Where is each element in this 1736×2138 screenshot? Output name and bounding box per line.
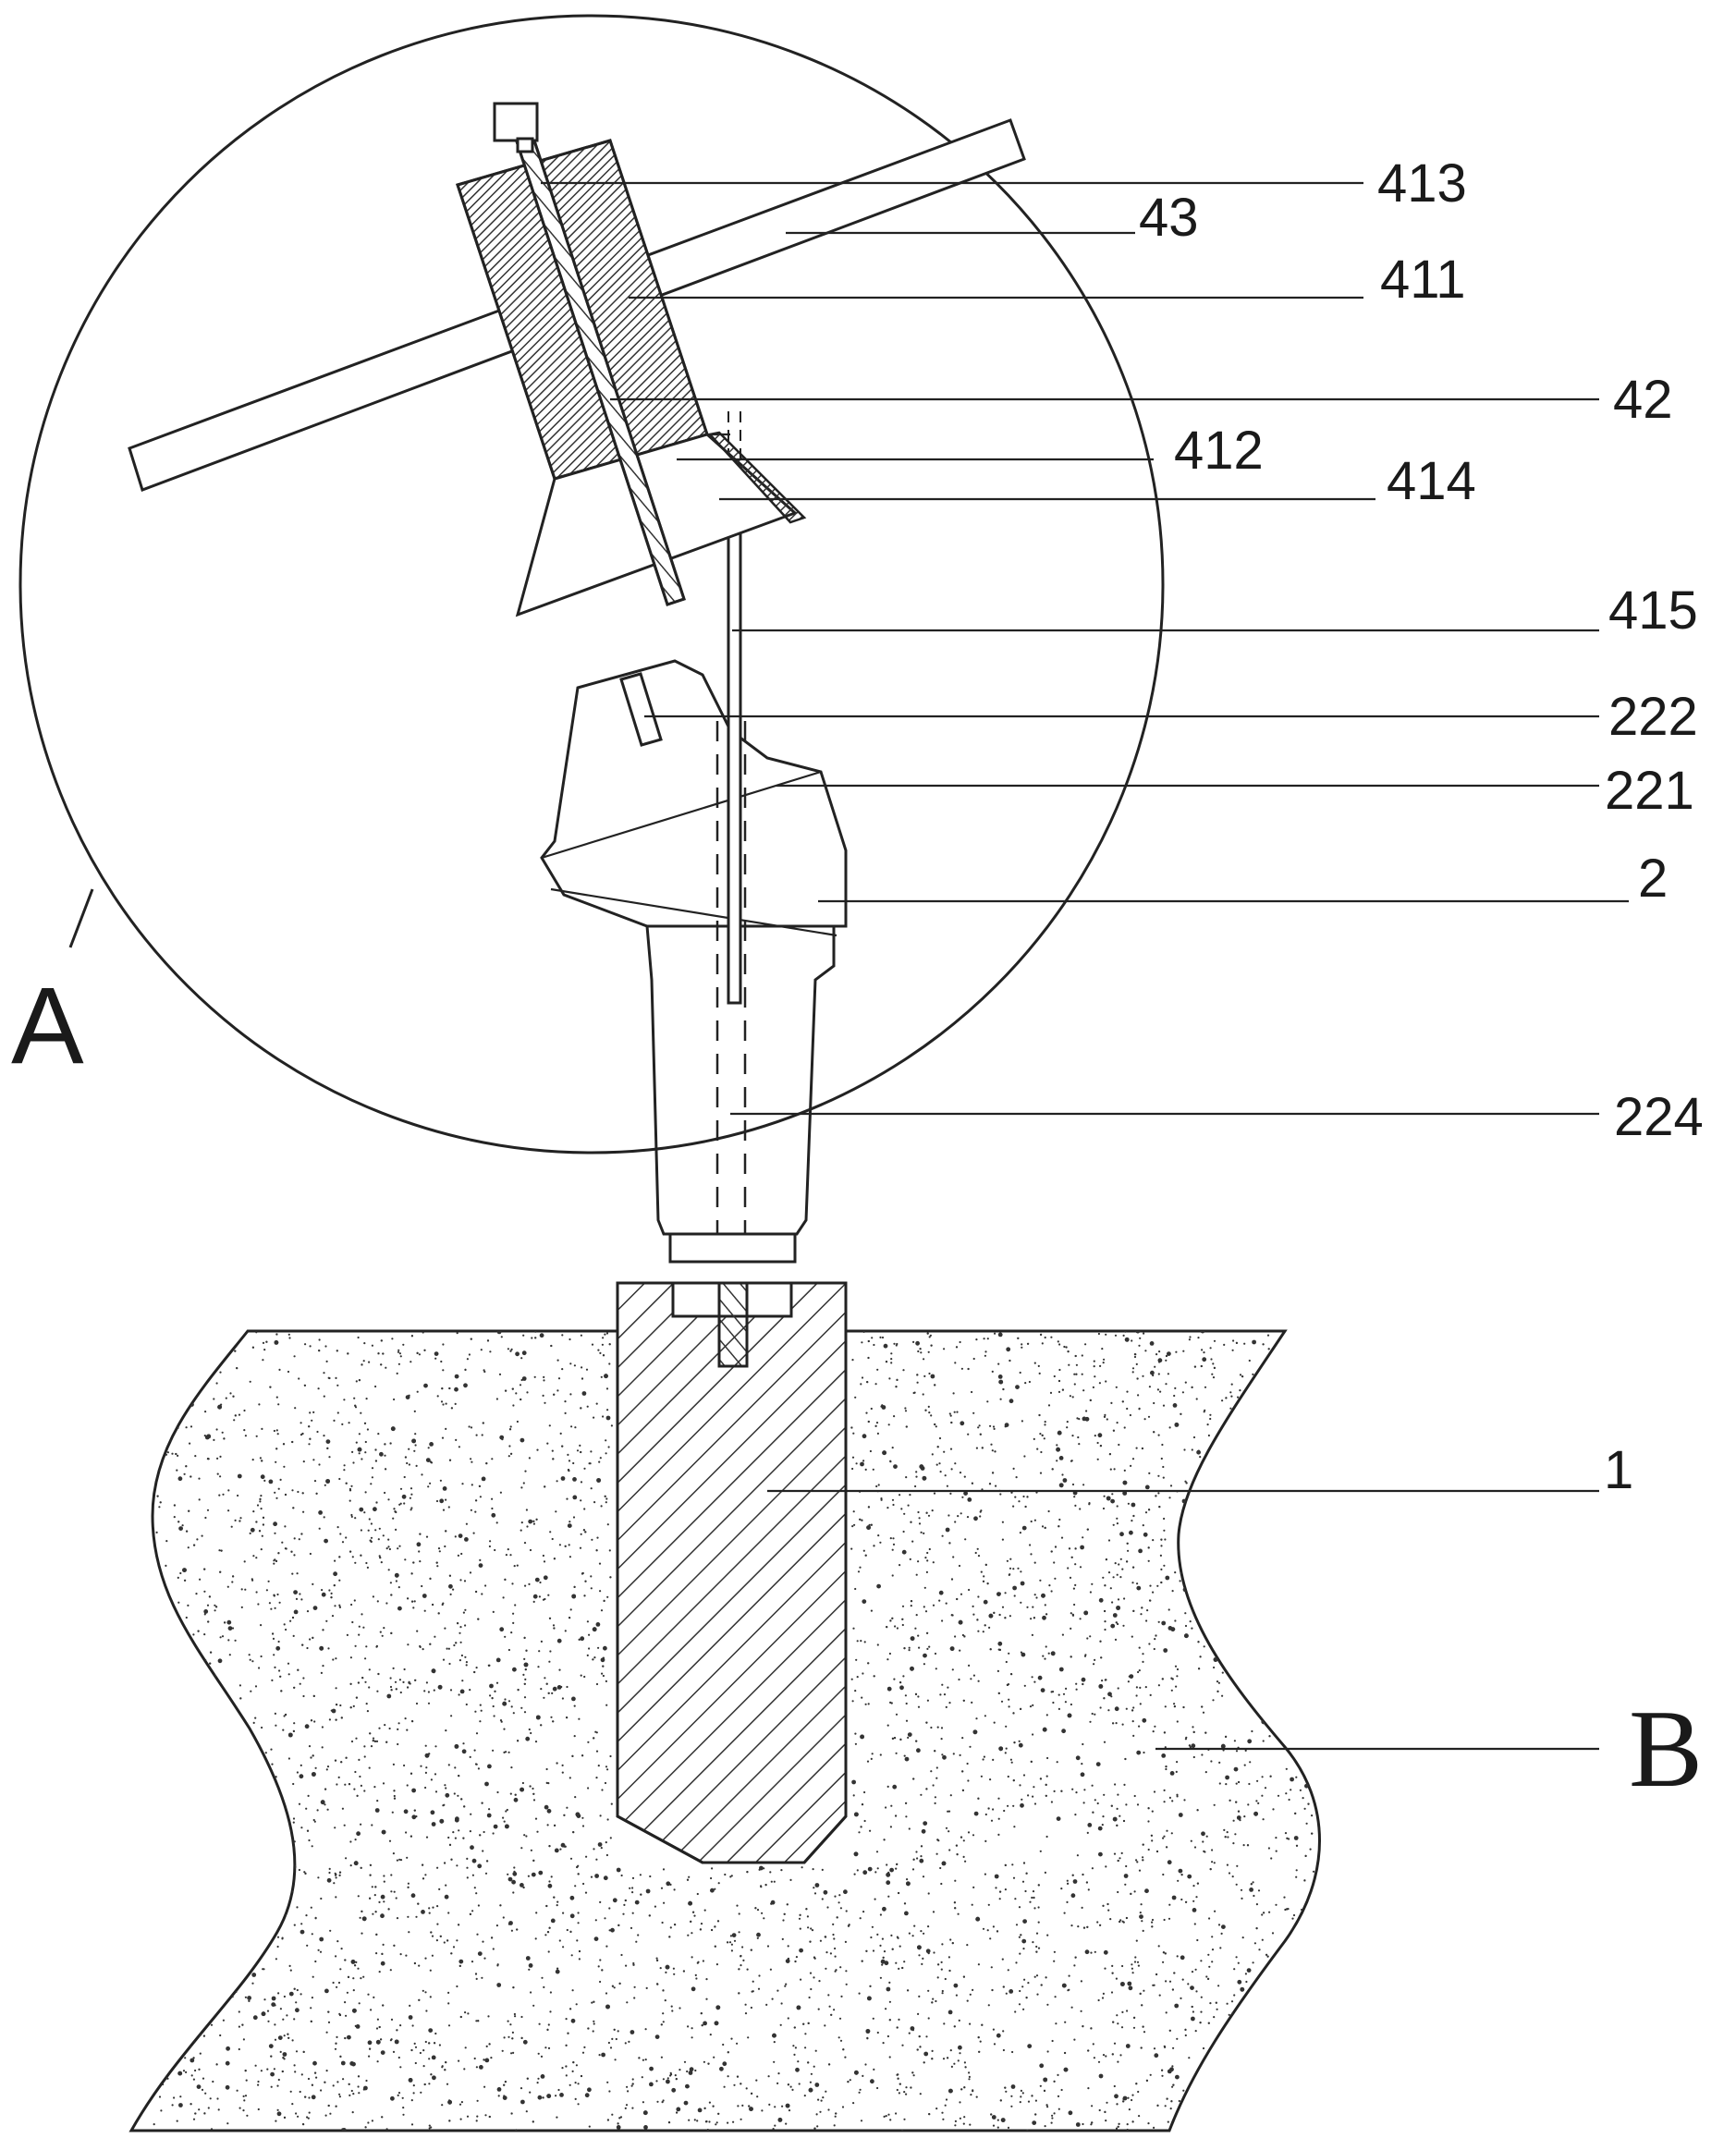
- implant-thread-hole: [717, 1281, 749, 1368]
- label-221: 221: [1605, 761, 1694, 821]
- abutment-slot: [619, 672, 663, 747]
- label-43: 43: [1139, 188, 1199, 248]
- label-414: 414: [1387, 451, 1476, 511]
- label-42: 42: [1613, 370, 1673, 430]
- label-413: 413: [1377, 153, 1467, 214]
- detail-circle-A: [18, 14, 1165, 1155]
- label-412: 412: [1174, 421, 1264, 481]
- label-A: A: [11, 965, 84, 1087]
- label-222: 222: [1608, 687, 1698, 747]
- label-415: 415: [1608, 580, 1698, 641]
- abutment: [540, 659, 848, 1264]
- callout-labels: 413 43 411 42 412 414 415 222 221 2 224 …: [11, 153, 1704, 1810]
- drill-guide-assembly: [128, 102, 1026, 617]
- label-B: B: [1629, 1687, 1703, 1810]
- leader-lines: [541, 181, 1629, 1751]
- label-2: 2: [1638, 849, 1668, 909]
- label-411: 411: [1380, 250, 1465, 310]
- implant-body: [616, 1281, 848, 1864]
- screw-head: [493, 102, 539, 142]
- label-1: 1: [1604, 1440, 1633, 1500]
- label-224: 224: [1614, 1087, 1704, 1147]
